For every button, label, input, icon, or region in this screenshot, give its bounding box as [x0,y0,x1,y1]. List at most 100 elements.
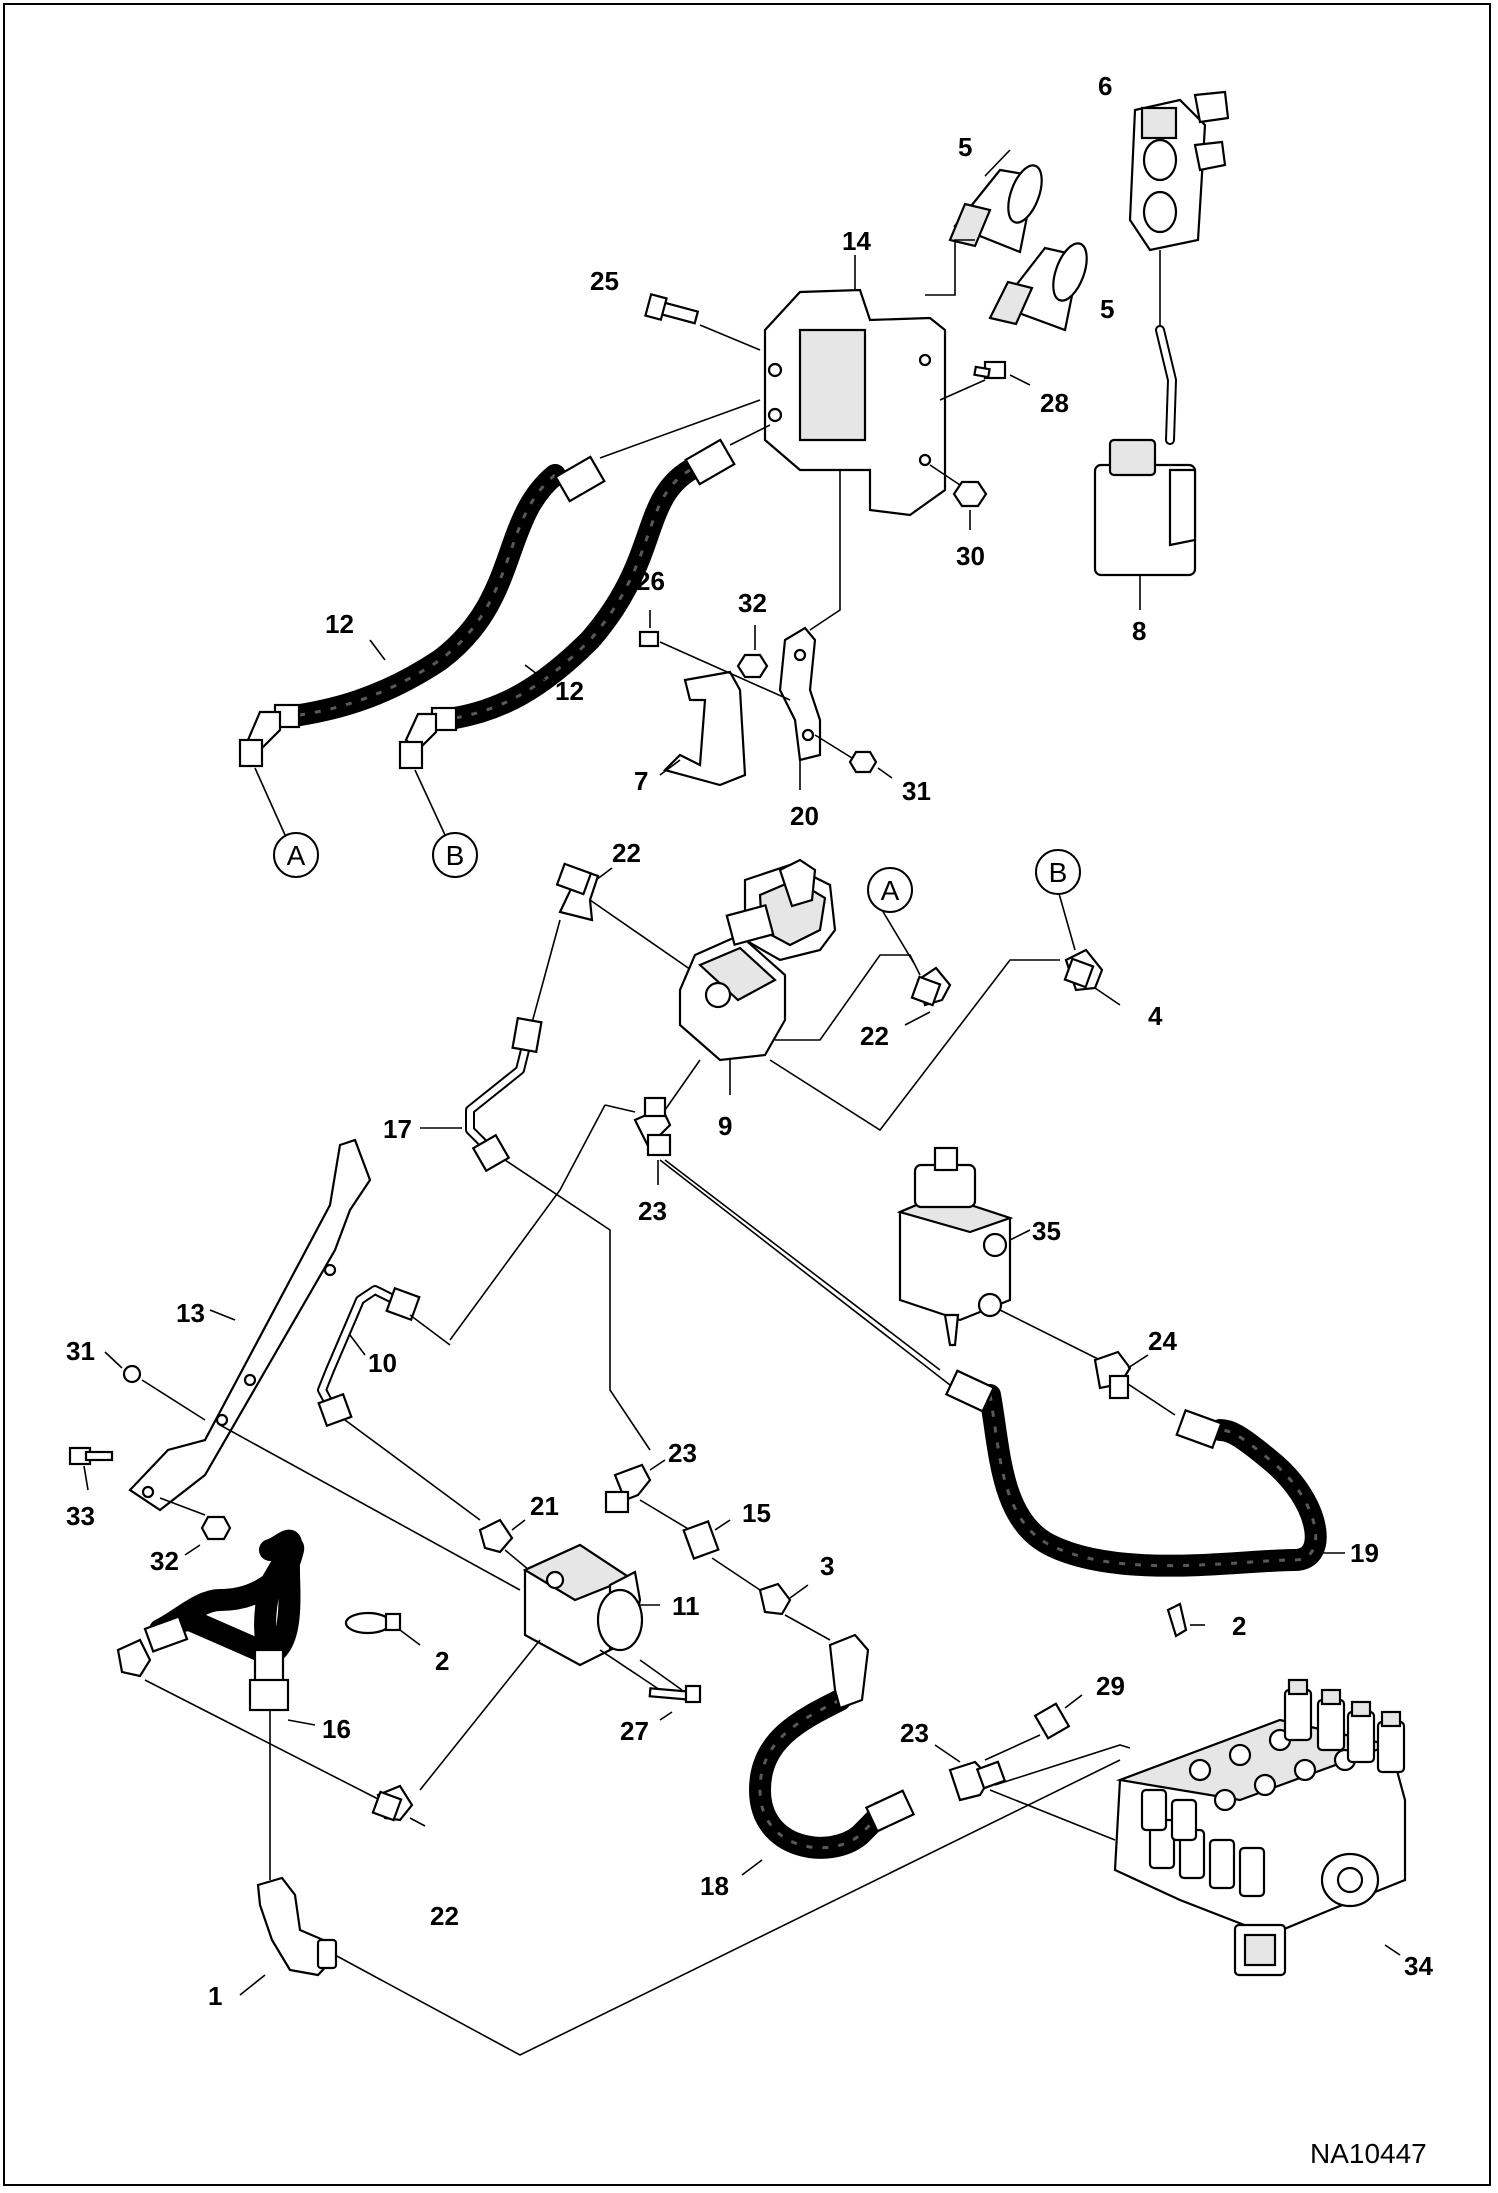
valve-block-6 [1128,90,1230,330]
tee-fitting-24 [1093,1350,1176,1416]
callout-18: 18 [700,1871,729,1901]
callout-14: 14 [842,226,871,256]
callout-23-mid: 23 [638,1196,667,1226]
ref-label-B-top: B [446,840,465,871]
callout-12-left: 12 [325,609,354,639]
tee-fitting-23-bottom [934,1734,1131,1841]
nut-32-left [159,1497,232,1556]
ref-circle-B-top: B [432,832,478,878]
ref-circle-A-mid: A [867,867,913,913]
bracket-13 [128,1138,372,1512]
leader-12b [524,664,546,681]
callout-20: 20 [790,801,819,831]
bolt-26 [638,610,791,701]
callout-30: 30 [956,541,985,571]
ref-label-A-mid: A [881,875,900,906]
hose-19 [659,1159,1345,1577]
tee-fitting-23-lower [604,1459,691,1531]
callout-16: 16 [322,1714,351,1744]
bracket-20 [778,470,841,790]
fitting-15 [682,1519,761,1591]
leader-bracket-to-11 [219,1424,521,1591]
fitting-22-A [881,909,952,1026]
clip-2-left [344,1611,421,1646]
fitting-21 [478,1518,536,1576]
callout-1: 1 [208,1981,222,2011]
fitting-29 [1033,1694,1083,1740]
callout-23-bottom: 23 [900,1718,929,1748]
callout-22-top: 22 [612,838,641,868]
callout-19: 19 [1350,1538,1379,1568]
callout-13: 13 [176,1298,205,1328]
callout-21: 21 [530,1491,559,1521]
callout-12-right: 12 [555,676,584,706]
valve-35 [896,1146,1101,1361]
callout-7: 7 [634,766,648,796]
callout-28: 28 [1040,388,1069,418]
callout-6: 6 [1098,71,1112,101]
callout-32-top: 32 [738,588,767,618]
callout-25: 25 [590,266,619,296]
callout-2-right: 2 [1232,1611,1246,1641]
ref-label-A-top: A [287,840,306,871]
fitting-3 [758,1582,831,1641]
hose-18 [741,1633,916,1876]
tube-10 [317,1285,481,1521]
callout-5-upper: 5 [958,132,972,162]
mounting-bracket-14 [763,239,975,517]
callout-24: 24 [1148,1326,1177,1356]
callout-32-left: 32 [150,1546,179,1576]
bolt-33 [68,1446,114,1491]
leader-A-top [254,767,286,836]
callout-22-A: 22 [860,1021,889,1051]
callout-17: 17 [383,1114,412,1144]
ref-circle-A-top: A [273,832,319,878]
callout-labels: 6 5 5 14 25 28 30 8 12 12 26 32 7 20 31 … [66,71,1433,2011]
hose-16 [116,1529,381,1880]
bolt-27 [639,1659,702,1721]
callout-11: 11 [672,1591,700,1621]
callout-33: 33 [66,1501,95,1531]
callout-26: 26 [636,566,665,596]
solenoid-valve-9 [664,858,1060,1132]
pressure-switch-8 [1093,325,1197,610]
callout-23-lower: 23 [668,1438,697,1468]
nut-31-top [814,734,893,779]
bolt-28 [939,360,1031,401]
callout-31-top: 31 [902,776,931,806]
callout-35: 35 [1032,1216,1061,1246]
leader-12a [369,639,386,661]
hose-12-left [238,399,761,768]
tee-fitting-23-middle [449,1096,941,1371]
callout-4: 4 [1148,1001,1163,1031]
callout-15: 15 [742,1498,771,1528]
nut-30 [929,464,988,530]
callout-31-left: 31 [66,1336,95,1366]
figure-code: NA10447 [1310,2138,1427,2169]
quick-coupler-5-lower [988,242,1088,332]
callout-8: 8 [1132,616,1146,646]
fitting-4-B [1057,889,1121,1006]
callout-29: 29 [1096,1671,1125,1701]
ref-circle-B-mid: B [1035,849,1081,895]
bolt-25 [644,292,761,351]
bracket-7 [659,670,747,787]
ref-label-B-mid: B [1049,857,1068,888]
tube-17 [420,1016,651,1451]
control-valve-34 [1113,1678,1407,1977]
leader-B-top [414,769,446,836]
elbow-fitting-1 [239,1759,1121,2056]
callout-2-left: 2 [435,1646,449,1676]
elbow-fitting-22-bottom [371,1784,426,1827]
quick-coupler-5-upper [948,149,1043,254]
valve-block-11 [419,1543,661,1791]
nut-31-left [104,1351,206,1421]
hose-12-right [398,424,771,770]
callout-27: 27 [620,1716,649,1746]
callout-34: 34 [1404,1951,1433,1981]
nut-32-top [736,625,769,679]
elbow-fitting-22-top [529,862,721,1031]
callout-3: 3 [820,1551,834,1581]
callout-22-bottom: 22 [430,1901,459,1931]
